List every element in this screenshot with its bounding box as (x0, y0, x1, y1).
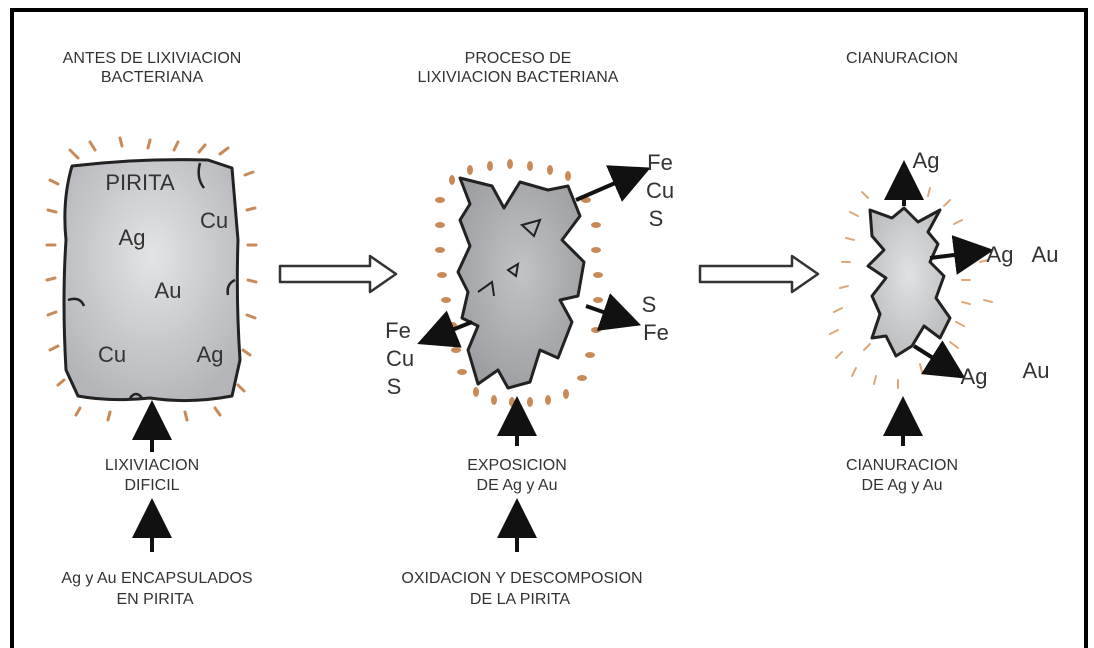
top-cu: Cu (646, 178, 674, 203)
process-arrow-2 (700, 256, 818, 292)
ag-arrow-right (930, 252, 978, 258)
right-s: S (642, 292, 657, 317)
leached-pyrite (458, 178, 584, 388)
left-cu: Cu (386, 346, 414, 371)
label-ag-2: Ag (197, 342, 224, 367)
top-fe: Fe (647, 150, 673, 175)
panel2-title-line1: PROCESO DE (465, 50, 572, 67)
cyan-au-1: Au (1032, 242, 1059, 267)
top-s: S (649, 206, 664, 231)
bioleaching-diagram: ANTES DE LIXIVIACION BACTERIANA PIRITA A… (0, 0, 1094, 625)
panel1-status-line1: LIXIVIACION (105, 457, 199, 474)
right-fe: Fe (643, 320, 669, 345)
panel-cyanidation: CIANURACION Ag Ag Au Ag Au CIANURACION D… (830, 50, 1058, 494)
panel2-bottom-line2: DE LA PIRITA (470, 591, 571, 608)
label-cu-1: Cu (200, 208, 228, 233)
panel1-title-line2: BACTERIANA (101, 69, 204, 86)
cyan-ag-3: Ag (961, 364, 988, 389)
panel2-title-line2: LIXIVIACION BACTERIANA (418, 69, 619, 86)
panel2-bottom-line1: OXIDACION Y DESCOMPOSION (401, 570, 642, 587)
process-arrow-1 (280, 256, 396, 292)
release-arrow-top (576, 174, 636, 200)
panel2-status-line2: DE Ag y Au (477, 477, 558, 494)
panel1-title-line1: ANTES DE LIXIVIACION (63, 50, 242, 67)
panel-before-leaching: ANTES DE LIXIVIACION BACTERIANA PIRITA A… (47, 50, 256, 608)
panel3-status-line1: CIANURACION (846, 457, 958, 474)
panel2-status-line1: EXPOSICION (467, 457, 567, 474)
panel1-status-line2: DIFICIL (124, 477, 179, 494)
cyan-ag-2: Ag (987, 242, 1014, 267)
label-au: Au (155, 278, 182, 303)
panel3-status-line2: DE Ag y Au (862, 477, 943, 494)
cyan-ag-1: Ag (913, 148, 940, 173)
label-ag-1: Ag (119, 225, 146, 250)
panel1-bottom-line2: EN PIRITA (116, 591, 193, 608)
release-arrow-right (586, 306, 626, 320)
cyanided-residue (868, 208, 950, 356)
panel1-bottom-line1: Ag y Au ENCAPSULADOS (61, 570, 252, 587)
panel-bacterial-leaching: PROCESO DE LIXIVIACION BACTERIANA Fe (385, 50, 674, 608)
panel3-title: CIANURACION (846, 50, 958, 67)
cyan-au-2: Au (1023, 358, 1050, 383)
label-pirita: PIRITA (105, 170, 175, 195)
left-fe: Fe (385, 318, 411, 343)
left-s: S (387, 374, 402, 399)
label-cu-2: Cu (98, 342, 126, 367)
